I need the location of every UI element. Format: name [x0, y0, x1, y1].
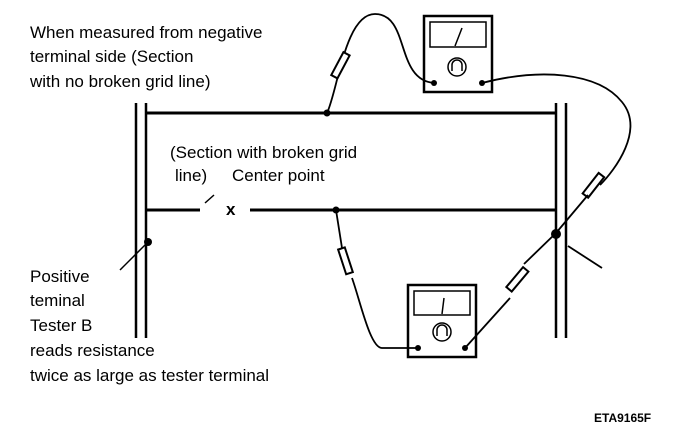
tester-b-lead-right — [464, 297, 511, 349]
positive-note-leader — [119, 243, 147, 271]
tester-a-lead-left — [326, 13, 435, 114]
right-terminal-bar — [554, 103, 568, 338]
center-point-mark: x — [226, 200, 236, 219]
positive-note-line-4: reads resistance — [30, 341, 155, 360]
top-note-line-1: When measured from negative — [30, 23, 262, 42]
tester-b-probe-right — [504, 265, 530, 293]
tester-b-needle — [441, 297, 445, 315]
probe-icon — [329, 50, 351, 80]
ohm-meter-icon — [447, 57, 467, 77]
grid-frame — [134, 103, 568, 338]
tester-b-probe-right-tip — [523, 232, 557, 265]
positive-note-line-2: teminal — [30, 291, 85, 310]
positive-note-line-1: Positive — [30, 267, 90, 286]
tester-a-probe-tip — [555, 194, 589, 234]
tester-a-display — [429, 21, 487, 48]
tester-b-leads — [335, 209, 603, 349]
broken-section-note: (Section with broken grid line) Center p… — [170, 143, 357, 219]
broken-section-line-1: (Section with broken grid — [170, 143, 357, 162]
lower-line-contact — [332, 206, 340, 214]
tester-b — [406, 283, 478, 359]
center-point-leader — [204, 194, 215, 204]
tester-b-lead-left — [351, 277, 418, 349]
tester-a-leads — [326, 13, 632, 234]
figure-code: ETA9165F — [594, 411, 651, 425]
left-terminal-bar — [134, 103, 148, 338]
positive-note: Positive teminal Tester B reads resistan… — [30, 243, 269, 385]
ohm-meter-icon-b — [432, 322, 452, 342]
broken-section-line-2: line) — [175, 166, 207, 185]
positive-note-line-5: twice as large as tester terminal — [30, 366, 269, 385]
contact-points — [144, 109, 561, 246]
tester-a-probe-right — [581, 171, 606, 200]
tester-b-probe-left — [336, 246, 355, 276]
upper-line-contact — [323, 109, 331, 117]
center-point-label: Center point — [232, 166, 325, 185]
terminal-contact-leader — [567, 245, 603, 269]
right-terminal-contact — [551, 229, 561, 239]
tester-a-needle — [454, 27, 463, 47]
tester-a-lead-right — [481, 73, 632, 186]
tester-b-probe-left-tip — [335, 209, 343, 249]
top-note-line-3: with no broken grid line) — [29, 72, 210, 91]
positive-note-line-3: Tester B — [30, 316, 92, 335]
top-note-line-2: terminal side (Section — [30, 47, 193, 66]
tester-a — [422, 14, 494, 94]
top-note: When measured from negative terminal sid… — [29, 23, 262, 91]
